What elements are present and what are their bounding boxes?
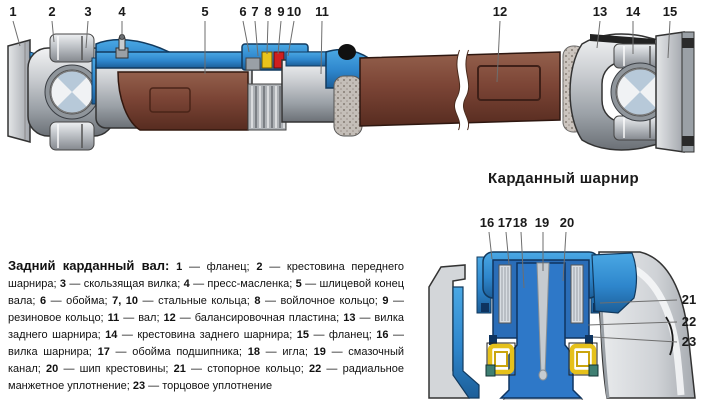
callout-leader xyxy=(505,231,510,265)
callout-label: 13 xyxy=(593,4,607,19)
legend-item-number: 16 xyxy=(376,329,389,341)
callout-label: 14 xyxy=(626,4,641,19)
legend-items: 1 — фланец; 2 — крестовина переднего шар… xyxy=(8,261,405,392)
legend-item-number: 21 xyxy=(173,363,186,375)
callout-label: 12 xyxy=(493,4,507,19)
callout-leader xyxy=(587,321,678,326)
callout-leader xyxy=(667,20,671,59)
callout-label: 17 xyxy=(498,215,512,230)
callout-leader xyxy=(562,231,567,282)
detail-left-yoke xyxy=(428,264,480,399)
callout-label: 8 xyxy=(264,4,271,19)
legend-item-number: 7, 10 xyxy=(112,295,139,307)
callout-leader xyxy=(254,20,259,57)
seal-right xyxy=(568,342,599,377)
callout-label: 5 xyxy=(201,4,208,19)
snap-ring-right xyxy=(585,335,593,345)
callout-leader xyxy=(599,299,678,304)
callout-label: 2 xyxy=(48,4,55,19)
callout-leader xyxy=(51,20,55,43)
callout-label: 4 xyxy=(118,4,126,19)
detail-right-yoke xyxy=(591,251,696,399)
callout-label: 21 xyxy=(682,292,696,307)
legend-item-number: 5 xyxy=(295,278,302,290)
callout-label: 9 xyxy=(277,4,284,19)
felt-ring xyxy=(261,51,273,69)
bearing-assembly xyxy=(476,251,606,399)
callout-label: 3 xyxy=(84,4,91,19)
balance-plate xyxy=(477,65,541,101)
snap-ring-left xyxy=(489,335,497,345)
callout-leader xyxy=(520,231,525,289)
callout-label: 22 xyxy=(682,314,696,329)
legend-item-number: 3 xyxy=(59,278,67,290)
weld-plug xyxy=(338,44,356,60)
legend-item-number: 8 xyxy=(254,295,261,307)
splined-shaft-end xyxy=(117,71,287,131)
callout-leader xyxy=(496,20,501,83)
callout-label: 6 xyxy=(239,4,246,19)
callout-label: 15 xyxy=(663,4,677,19)
tube-rear xyxy=(359,48,561,132)
callout-leader xyxy=(596,20,601,49)
detail-title: Карданный шарнир xyxy=(488,170,639,187)
callout-label: 16 xyxy=(480,215,494,230)
callout-leader xyxy=(488,231,493,260)
legend-title: Задний карданный вал: xyxy=(8,258,170,273)
callout-leader xyxy=(592,336,678,343)
legend-item-number: 18 xyxy=(247,346,260,358)
legend-item-number: 13 xyxy=(343,312,356,324)
legend-item-number: 12 xyxy=(163,312,176,324)
callout-leader xyxy=(287,20,295,57)
legend-item-number: 6 xyxy=(39,295,47,307)
callout-label: 1 xyxy=(9,4,16,19)
callout-leader xyxy=(12,20,21,47)
legend-item-number: 4 xyxy=(183,278,190,290)
callout-label: 10 xyxy=(287,4,301,19)
legend-item-number: 20 xyxy=(46,363,59,375)
legend-item-number: 15 xyxy=(296,329,309,341)
callout-leader xyxy=(277,20,282,55)
callout-label: 7 xyxy=(251,4,258,19)
legend-item-number: 9 xyxy=(382,295,389,307)
callout-label: 18 xyxy=(513,215,527,230)
legend-caption: Задний карданный вал: 1 — фланец; 2 — кр… xyxy=(8,257,404,395)
legend-item-number: 1 xyxy=(176,261,183,273)
legend-item-number: 2 xyxy=(256,261,263,273)
rear-joint xyxy=(562,31,695,153)
callout-label: 11 xyxy=(315,4,329,19)
callout-leader xyxy=(320,20,323,75)
callout-label: 20 xyxy=(560,215,574,230)
callout-leader xyxy=(266,20,269,55)
legend-item-number: 17 xyxy=(97,346,110,358)
seal-left xyxy=(485,342,516,377)
callout-leader xyxy=(242,20,250,53)
legend-item-number: 23 xyxy=(132,380,146,392)
legend-item-number: 14 xyxy=(105,329,118,341)
callout-label: 19 xyxy=(535,215,549,230)
callout-label: 23 xyxy=(682,334,696,349)
callout-leader xyxy=(85,20,89,49)
legend-item-number: 22 xyxy=(308,363,322,375)
legend-item-number: 11 xyxy=(107,312,120,324)
rear-flange xyxy=(655,31,685,153)
legend-item-number: 19 xyxy=(313,346,326,358)
